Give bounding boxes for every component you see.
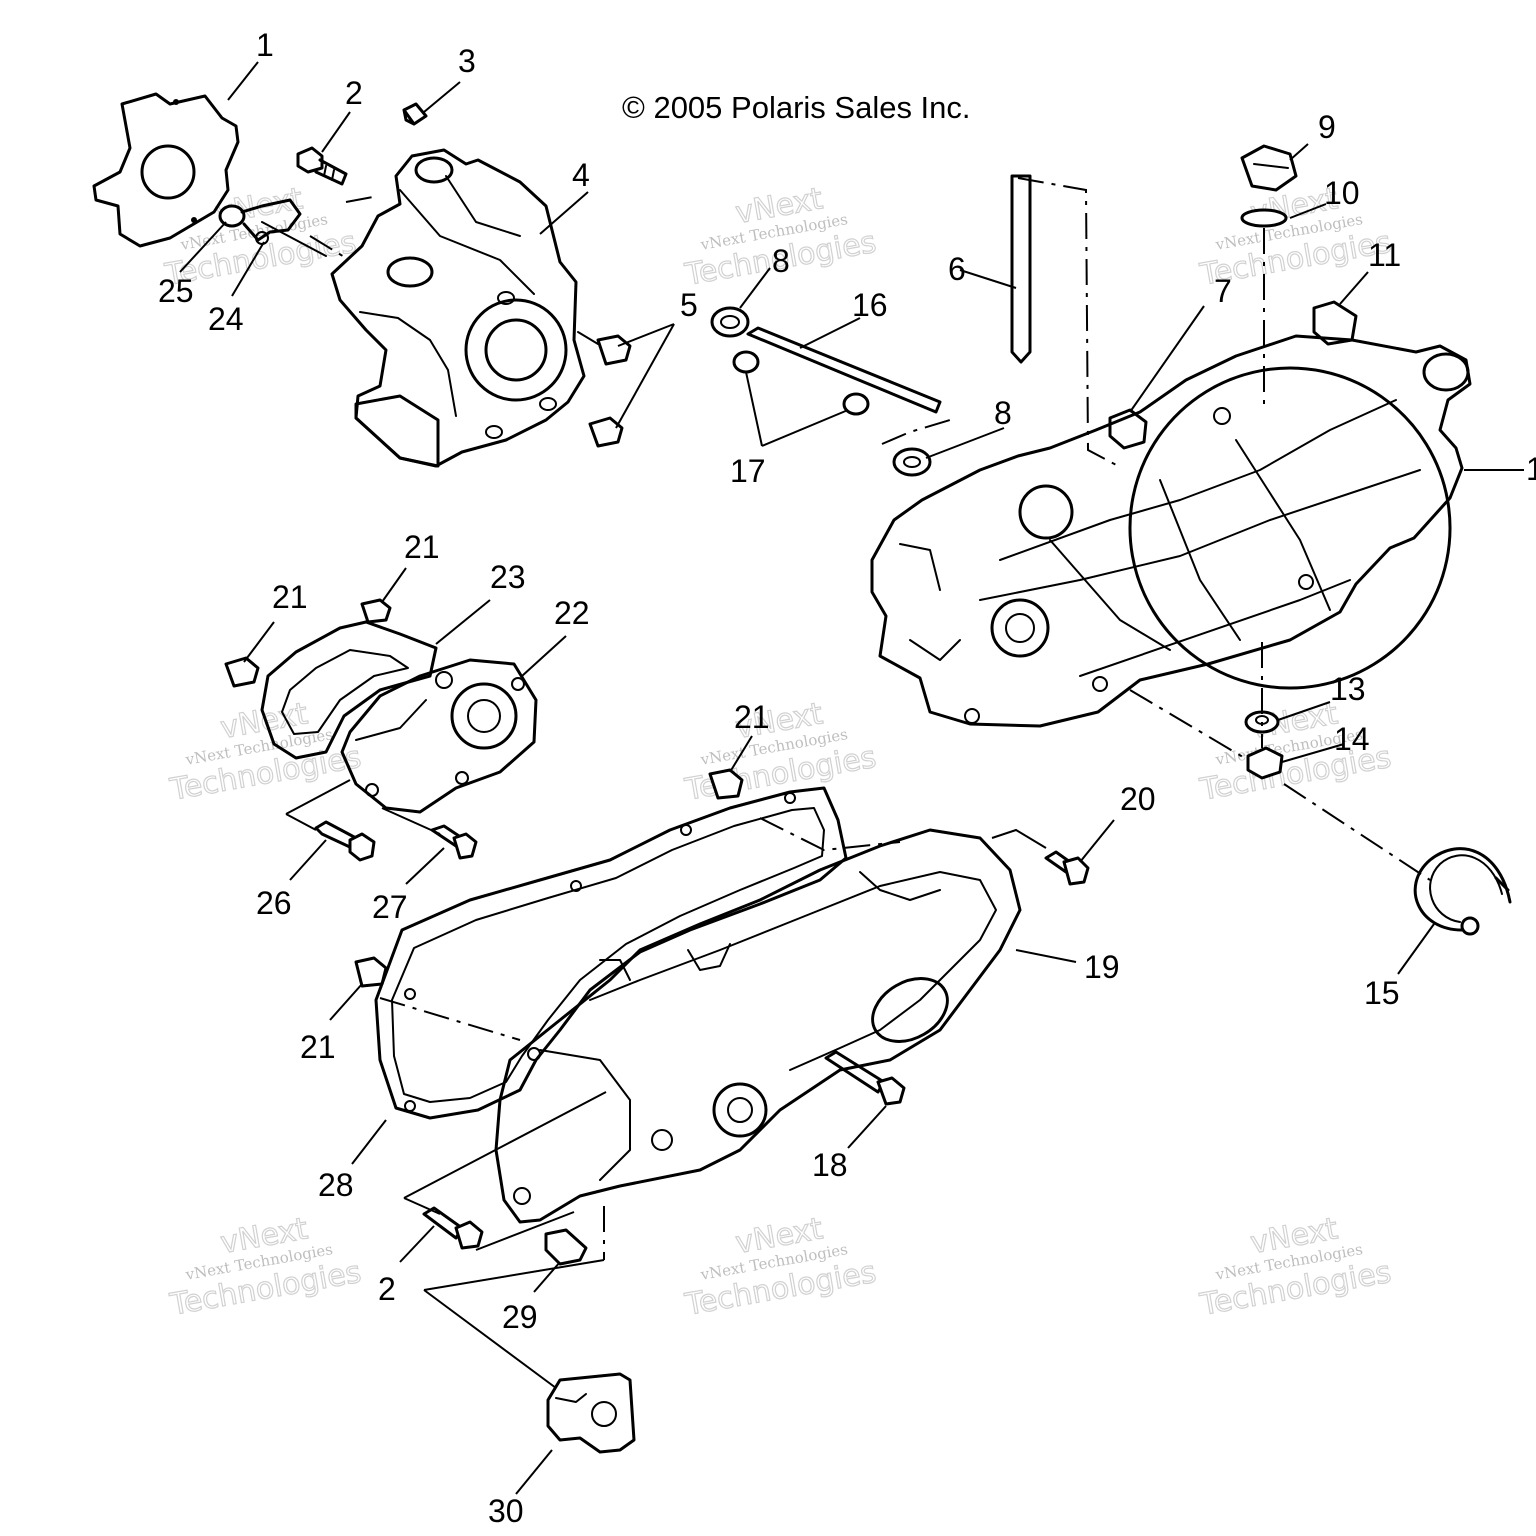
callout-15: 15 <box>1364 975 1400 1011</box>
part-o-ring <box>1240 208 1288 228</box>
callout-5: 5 <box>680 287 698 323</box>
callout-18: 18 <box>812 1147 848 1183</box>
callout-24: 24 <box>208 301 244 337</box>
callout-13: 13 <box>1330 671 1366 707</box>
callout-labels: 1 2 3 4 5 6 7 8 8 9 10 11 1 13 14 15 16 … <box>158 27 1536 1529</box>
part-dowel <box>224 656 260 688</box>
part-dowel <box>708 768 744 800</box>
part-shaft <box>746 326 942 414</box>
part-bolt <box>430 824 478 860</box>
part-gasket-large <box>374 786 848 1120</box>
part-hose-clamp <box>1413 847 1512 936</box>
callout-22: 22 <box>554 595 590 631</box>
part-pin <box>1010 174 1123 469</box>
leader-lines <box>179 61 1524 1495</box>
callout-8-lower: 8 <box>994 395 1012 431</box>
callout-19: 19 <box>1084 949 1120 985</box>
part-washers <box>732 350 870 416</box>
part-pump-cover <box>340 658 538 814</box>
part-fitting <box>218 198 327 257</box>
callout-21-b: 21 <box>272 579 308 615</box>
part-guide-line <box>285 779 441 835</box>
part-stud <box>544 1228 588 1266</box>
callout-4: 4 <box>572 157 590 193</box>
callout-21-d: 21 <box>300 1029 336 1065</box>
copyright-text: © 2005 Polaris Sales Inc. <box>622 90 971 125</box>
part-drain-bolt <box>1246 746 1284 780</box>
part-seal-lower <box>881 419 951 477</box>
callout-20: 20 <box>1120 781 1156 817</box>
part-guide-line <box>423 1259 605 1389</box>
callout-7: 7 <box>1214 273 1232 309</box>
callout-2-lower: 2 <box>378 1271 396 1307</box>
part-crankcase-right <box>870 334 1472 728</box>
callout-21-a: 21 <box>404 529 440 565</box>
callout-10: 10 <box>1324 175 1360 211</box>
callout-25: 25 <box>158 273 194 309</box>
callout-26: 26 <box>256 885 292 921</box>
callout-1-right: 1 <box>1526 451 1536 487</box>
part-dowels <box>577 331 632 448</box>
part-bolt-top <box>296 146 348 186</box>
part-clip <box>402 102 428 126</box>
part-plug <box>1240 144 1298 192</box>
callout-29: 29 <box>502 1299 538 1335</box>
callout-3: 3 <box>458 43 476 79</box>
part-bolt-18 <box>824 1050 906 1106</box>
part-dowel <box>360 598 392 624</box>
callout-11: 11 <box>1368 237 1401 273</box>
part-crankcase-left <box>309 148 586 468</box>
callout-14: 14 <box>1334 721 1370 757</box>
part-gasket-left <box>92 92 240 248</box>
part-guide-line <box>1283 783 1431 881</box>
callout-28: 28 <box>318 1167 354 1203</box>
callout-23: 23 <box>490 559 526 595</box>
callout-27: 27 <box>372 889 408 925</box>
part-bolt <box>314 820 376 862</box>
part-bolt-20 <box>1044 850 1090 886</box>
callout-1: 1 <box>256 27 274 63</box>
callout-6: 6 <box>948 251 966 287</box>
part-seal-upper <box>710 306 750 338</box>
part-bracket <box>546 1372 636 1454</box>
callout-8-upper: 8 <box>772 243 790 279</box>
callout-2: 2 <box>345 75 363 111</box>
callout-17: 17 <box>730 453 766 489</box>
callout-9: 9 <box>1318 109 1336 145</box>
part-guide-line <box>403 1091 607 1251</box>
callout-16: 16 <box>852 287 888 323</box>
part-guide-line <box>1129 689 1249 761</box>
callout-21-c: 21 <box>734 699 770 735</box>
callout-30: 30 <box>488 1493 524 1529</box>
part-drive-cover <box>379 817 1047 1224</box>
